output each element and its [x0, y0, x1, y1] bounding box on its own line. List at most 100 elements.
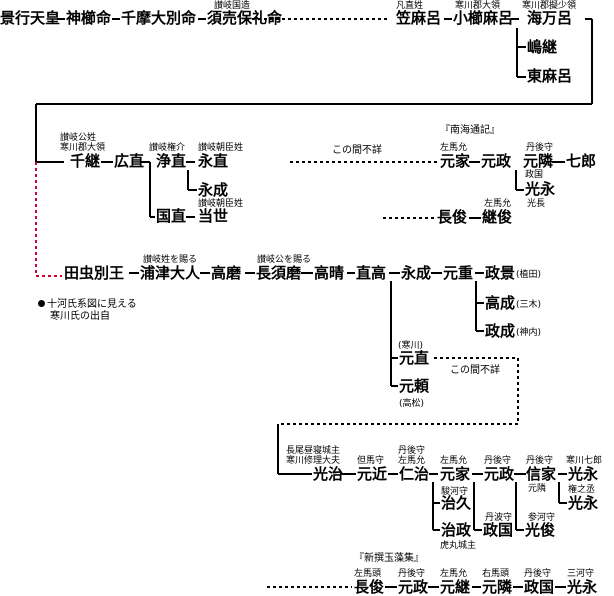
title-haruhisa: 駿河守	[441, 487, 469, 497]
person-naganao: 永直	[198, 152, 229, 170]
title-mitsunaga2: 寒川七郎	[566, 456, 603, 466]
person-nobuie: 信家	[526, 465, 557, 483]
person-motoie1: 元家	[440, 152, 471, 170]
title-motomasa2: 丹後守	[484, 456, 512, 466]
person-motoshige: 元重	[443, 264, 474, 282]
title-mitsunaga3: 権之丞	[568, 485, 596, 495]
title-nobuie: 丹後守	[526, 456, 554, 466]
person-keiko: 景行天皇	[0, 9, 61, 27]
title-nagatoshi2: 左馬頭	[354, 569, 382, 579]
person-masakuni1: 政国	[483, 521, 514, 539]
title-mitsuharu-2: 寒川修理大夫	[286, 456, 341, 466]
title-chitsugu-1: 讃岐公姓	[60, 133, 97, 143]
person-masakuni2: 政国	[524, 578, 555, 596]
title-mitsunaga4: 三河守	[567, 569, 595, 579]
person-mitsuharu: 光治	[313, 465, 344, 483]
title-motoie1: 左馬允	[440, 143, 468, 153]
person-motonao: 元直	[399, 349, 430, 367]
person-mototsugu: 元継	[440, 578, 471, 596]
title-masakuni2: 丹後守	[524, 569, 552, 579]
person-mototonari2: 元隣	[482, 578, 513, 596]
person-motoie2: 元家	[440, 465, 471, 483]
title-uratsu: 讃岐姓を賜る	[143, 255, 198, 265]
person-mitsunaga4: 光永	[567, 578, 598, 596]
bullet-icon	[38, 300, 45, 307]
title-mototonari2: 右馬頭	[482, 569, 510, 579]
person-nagatoshi: 長俊	[437, 208, 468, 226]
title-okushimaro: 寒川郡大領	[455, 1, 501, 11]
title-mototonari1: 丹後守	[526, 143, 554, 153]
title-mototsugu: 左馬允	[440, 569, 468, 579]
sub-mitsunaga1: 光長	[527, 199, 546, 209]
person-tamushi: 田虫別王	[64, 264, 125, 282]
person-nagatoshi2: 長俊	[354, 578, 385, 596]
person-mitsunaga1: 光永	[525, 180, 556, 198]
person-motomasa2: 元政	[484, 465, 515, 483]
person-motomasa3: 元政	[398, 578, 429, 596]
person-niji: 仁治	[399, 465, 430, 483]
person-takahare: 高晴	[314, 264, 345, 282]
person-haruhisa: 治久	[441, 494, 472, 512]
person-tosei: 当世	[198, 207, 229, 225]
person-nagasumaro: 長須磨	[256, 264, 302, 282]
person-takamaro: 高磨	[211, 264, 242, 282]
sub-masashige: (神内)	[516, 328, 542, 338]
title-kiyonao: 讃岐権介	[149, 143, 186, 153]
source-shinsen-tamamoshu: 『新撰玉藻集』	[354, 553, 424, 564]
person-nagashige: 永成	[198, 181, 229, 199]
title-sugiuri: 讃岐国造	[214, 1, 251, 11]
title-chitsugu-2: 寒川郡大領	[60, 143, 106, 153]
person-kasamaro: 笠麻呂	[396, 9, 442, 27]
title-motomasa3: 丹後守	[398, 569, 426, 579]
person-chitsugu: 千継	[70, 152, 101, 170]
person-uratsu: 浦津大人	[140, 264, 201, 282]
title-motochika: 但馬守	[357, 456, 385, 466]
sub-masakage: (植田)	[516, 270, 542, 280]
person-sugiuri: 須売保礼命	[207, 9, 283, 27]
title-amamaro: 寒川郡擬少領	[522, 1, 577, 11]
person-kiyonao: 浄直	[156, 152, 187, 170]
title-motonao: (寒川)	[398, 341, 424, 351]
title-tsugutoshi: 左馬允	[484, 199, 512, 209]
person-azumamaro: 東麻呂	[527, 67, 573, 85]
sub-nobuie: 元隣	[528, 484, 547, 494]
person-nagashige2: 永成	[401, 264, 432, 282]
person-mitsunaga2: 光永	[568, 465, 599, 483]
person-okushimaro: 小櫛麻呂	[453, 9, 514, 27]
person-shimatsugu: 嶋継	[527, 38, 558, 56]
title-tosei: 讃岐朝臣姓	[198, 199, 244, 209]
sub-takashige: (三木)	[516, 300, 542, 310]
person-mitsunaga3: 光永	[568, 494, 599, 512]
person-masashige: 政成	[485, 322, 516, 340]
person-tsugutoshi: 継俊	[482, 208, 513, 226]
person-kamikushi: 神櫛命	[66, 9, 112, 27]
note-gap-2: この間不詳	[450, 365, 500, 376]
legend-line-2: 寒川氏の出自	[50, 311, 110, 322]
title-niji-1: 丹後守	[398, 446, 426, 456]
person-motochika: 元近	[357, 465, 388, 483]
sub-motoyori: (高松)	[399, 399, 425, 409]
person-motomasa1: 元政	[481, 152, 512, 170]
note-gap-1: この間不詳	[332, 145, 382, 156]
legend-line-1: 十河氏系図に見える	[38, 299, 137, 311]
person-naotaka: 直高	[356, 264, 387, 282]
person-takashige: 高成	[485, 294, 516, 312]
person-motoyori: 元頼	[399, 377, 430, 395]
legend: 十河氏系図に見える 寒川氏の出自	[38, 299, 137, 323]
person-hironao: 広直	[114, 152, 145, 170]
person-mitsutoshi: 光俊	[525, 521, 556, 539]
person-chima: 千摩大別命	[121, 9, 197, 27]
person-shichiro: 七郎	[566, 152, 597, 170]
source-nankai-tsuki: 『南海通記』	[440, 125, 500, 136]
title-kasamaro: 凡直姓	[396, 1, 424, 11]
title-mitsuharu-1: 長尾昼寝城主	[286, 446, 341, 456]
title-naganao: 讃岐朝臣姓	[198, 143, 244, 153]
title-mitsutoshi: 参河守	[528, 513, 556, 523]
title-niji-2: 左馬允	[398, 456, 426, 466]
title-nagasumaro: 讃岐公を賜る	[257, 255, 312, 265]
person-amamaro: 海万呂	[527, 9, 573, 27]
person-harumasa: 治政	[441, 521, 472, 539]
sub-harumasa: 虎丸城主	[440, 541, 477, 551]
sub-mototonari1: 政国	[525, 170, 544, 180]
